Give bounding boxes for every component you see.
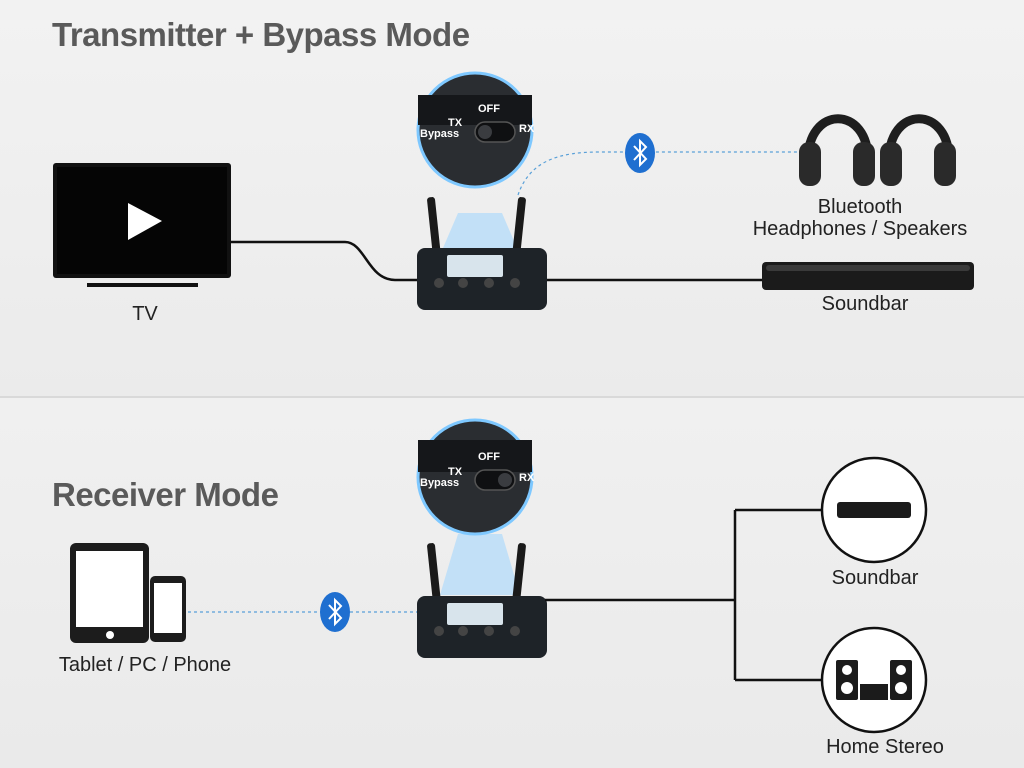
switch-bypass-label: Bypass [420, 477, 460, 489]
switch-tx-label: TX [448, 466, 463, 478]
soundbar-circle [820, 456, 928, 564]
transmitter-mode-title: Transmitter + Bypass Mode [52, 16, 470, 53]
switch-off-label: OFF [478, 451, 500, 463]
play-icon [128, 203, 162, 240]
device-bottom [417, 534, 547, 658]
soundbar-icon [837, 502, 911, 518]
switch-rx-label: RX [519, 472, 535, 484]
tv-label: TV [132, 303, 158, 325]
soundbar-bottom-label: Soundbar [831, 567, 919, 589]
switch-off-label: OFF [478, 103, 500, 115]
switch-zoom-bottom [416, 418, 534, 536]
tv-icon [53, 163, 231, 287]
switch-bypass-label: Bypass [420, 128, 460, 140]
soundbar-icon [762, 262, 974, 290]
switch-zoom-top [416, 71, 534, 189]
bluetooth-link-top [517, 151, 800, 196]
home-stereo-label: Home Stereo [826, 736, 944, 758]
receiver-mode-title: Receiver Mode [52, 476, 279, 513]
speaker-icon [890, 660, 912, 700]
bluetooth-icon [320, 592, 350, 632]
speaker-icon [836, 660, 858, 700]
home-stereo-circle [820, 626, 928, 734]
tablet-icon [70, 543, 149, 643]
headphones-icon [799, 114, 956, 186]
amplifier-icon [860, 684, 888, 700]
switch-tx-label: TX [448, 117, 463, 129]
tablet-label: Tablet / PC / Phone [58, 654, 232, 676]
section-divider [0, 396, 1024, 398]
soundbar-top-label: Soundbar [821, 293, 909, 315]
tv-cable [231, 240, 420, 282]
bluetooth-label-line2: Headphones / Speakers [752, 218, 968, 240]
device-top [417, 197, 547, 310]
bluetooth-label-line1: Bluetooth [817, 196, 903, 218]
phone-icon [150, 576, 186, 642]
switch-rx-label: RX [519, 123, 535, 135]
bluetooth-icon [625, 133, 655, 173]
